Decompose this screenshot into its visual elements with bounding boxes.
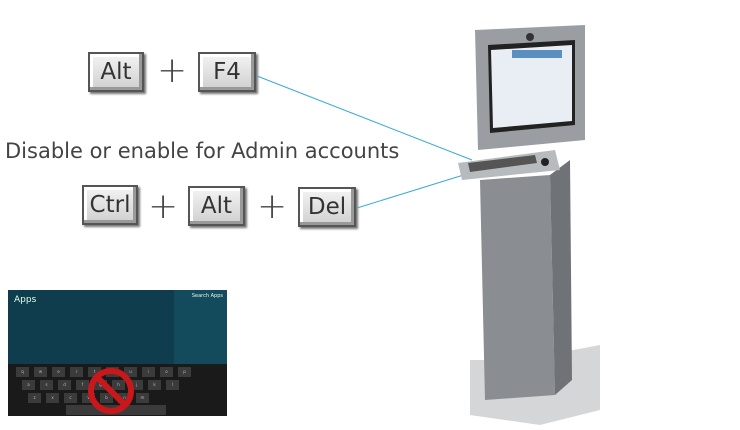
connector-line	[256, 75, 473, 161]
key: a	[22, 380, 35, 390]
key: c	[64, 393, 77, 403]
key: w	[34, 367, 47, 377]
key: i	[142, 367, 155, 377]
apps-title: Apps	[14, 295, 37, 305]
key: f	[76, 380, 89, 390]
del-key: Del	[298, 187, 356, 227]
ctrl-key: Ctrl	[82, 185, 138, 225]
key: x	[46, 393, 59, 403]
key: d	[58, 380, 71, 390]
key: s	[40, 380, 53, 390]
f4-key: F4	[198, 52, 256, 92]
trackball-icon	[541, 158, 549, 166]
key: l	[166, 380, 179, 390]
kiosk-screen	[491, 45, 572, 128]
tablet-screenshot: Apps Search Apps q w e r t y u i o p a s…	[8, 290, 227, 416]
caption: Disable or enable for Admin accounts	[5, 139, 400, 163]
key: j	[130, 380, 143, 390]
key: o	[160, 367, 173, 377]
key: z	[28, 393, 41, 403]
alt-key: Alt	[88, 52, 144, 92]
camera-icon	[526, 33, 534, 41]
prohibited-icon	[88, 368, 134, 414]
plus-sign: +	[148, 186, 179, 227]
key: k	[148, 380, 161, 390]
key: u	[124, 367, 137, 377]
connector-line	[356, 172, 471, 209]
search-apps-label: Search Apps	[191, 293, 223, 299]
alt-key: Alt	[188, 186, 245, 226]
key: m	[136, 393, 149, 403]
key: q	[16, 367, 29, 377]
key: e	[52, 367, 65, 377]
key: t	[88, 367, 101, 377]
plus-sign: +	[257, 186, 288, 227]
plus-sign: +	[157, 50, 188, 91]
key: r	[70, 367, 83, 377]
key: p	[178, 367, 191, 377]
